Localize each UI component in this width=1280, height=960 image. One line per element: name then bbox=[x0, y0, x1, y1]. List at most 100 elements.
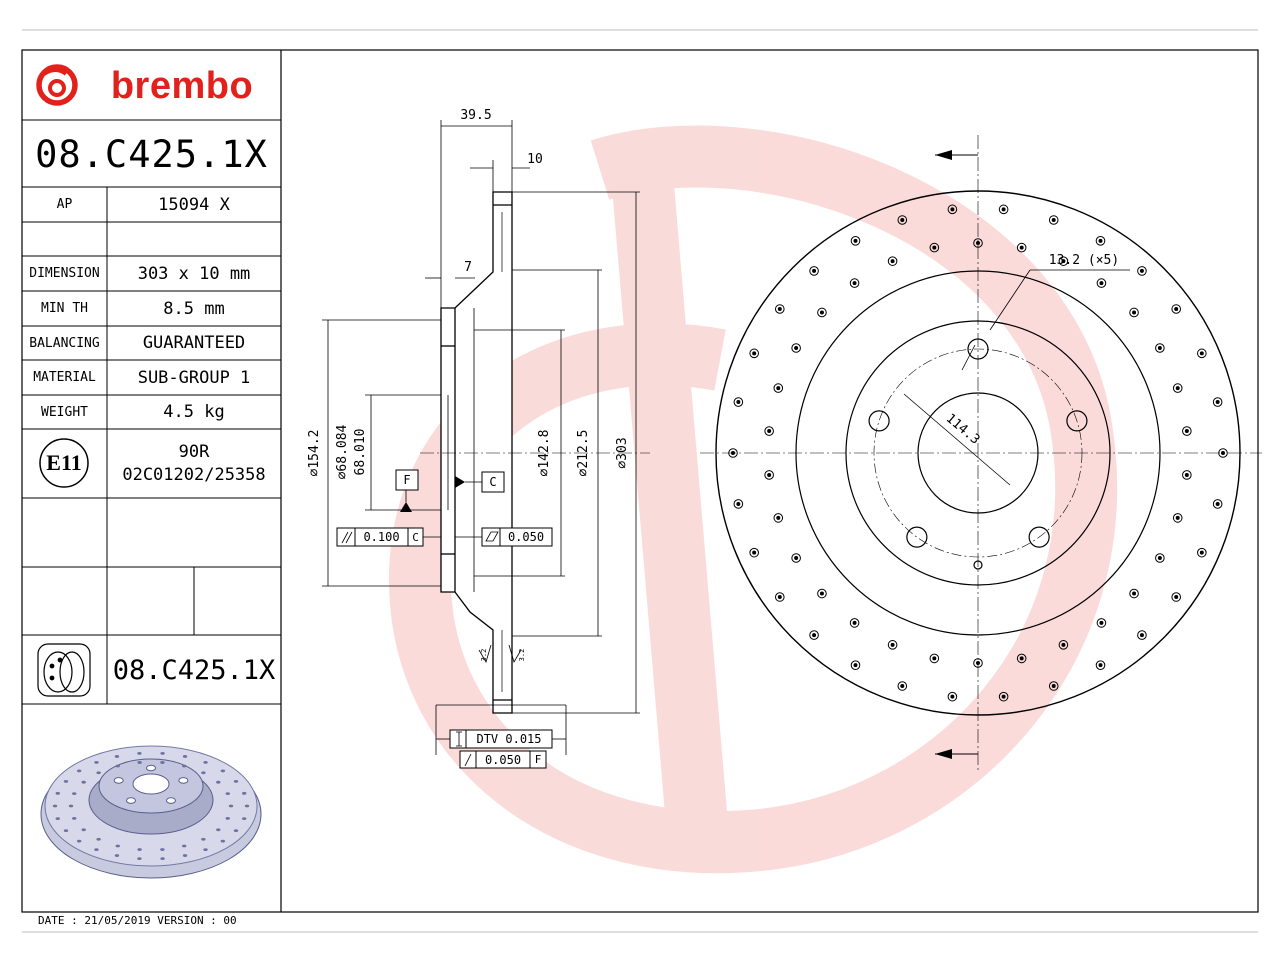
spec-weight-value: 4.5 kg bbox=[163, 402, 225, 422]
holes-callout: 13.2 (×5) bbox=[1048, 252, 1120, 268]
tol-dtv: DTV 0.015 bbox=[476, 732, 542, 746]
render-stud-hole bbox=[178, 777, 189, 784]
render-drilled-hole bbox=[201, 837, 206, 841]
drilled-hole-center bbox=[1174, 306, 1179, 311]
drilled-hole-center bbox=[1199, 550, 1204, 555]
stud-hole bbox=[1066, 410, 1088, 432]
render-drilled-hole bbox=[72, 816, 77, 820]
drilled-hole bbox=[1016, 242, 1027, 253]
approval-line2: 02C01202/25358 bbox=[122, 465, 266, 485]
roughness-right: 3.2 bbox=[518, 648, 526, 662]
drilled-hole-center bbox=[1139, 633, 1144, 638]
render-drilled-hole bbox=[114, 755, 120, 758]
drilled-hole bbox=[728, 448, 738, 458]
disc-outer-edge bbox=[715, 190, 1241, 716]
drilled-hole bbox=[1129, 307, 1139, 318]
stud-hole bbox=[1028, 526, 1050, 548]
drilled-hole-center bbox=[1139, 268, 1144, 273]
stud-hole bbox=[967, 338, 989, 360]
drilled-hole-center bbox=[752, 351, 757, 356]
render-drilled-hole bbox=[220, 769, 226, 773]
stud-hole bbox=[868, 410, 890, 432]
drilled-hole bbox=[773, 383, 784, 393]
drilled-hole bbox=[817, 588, 827, 599]
drilled-hole bbox=[749, 547, 759, 558]
drilled-hole bbox=[774, 592, 785, 602]
tol-flat-value: 0.050 bbox=[507, 530, 545, 544]
drilled-hole-center bbox=[932, 245, 937, 250]
drilled-hole-center bbox=[1098, 663, 1103, 668]
spec-min-th-label: MIN TH bbox=[41, 301, 88, 316]
spec-dimension-value: 303 x 10 mm bbox=[137, 263, 251, 284]
datum-c: C bbox=[489, 475, 497, 489]
render-drilled-hole bbox=[94, 760, 99, 764]
drilled-hole-center bbox=[950, 694, 955, 699]
dim-d68b: 68.010 bbox=[352, 402, 368, 502]
render-stud-hole bbox=[126, 797, 137, 804]
drilled-hole bbox=[1058, 640, 1069, 650]
drilled-hole-center bbox=[767, 429, 772, 434]
drilled-hole-center bbox=[1019, 245, 1024, 250]
dim-width-total: 39.5 bbox=[460, 107, 492, 123]
render-drilled-hole bbox=[68, 804, 74, 808]
drilled-hole-center bbox=[890, 259, 895, 264]
drilled-hole-center bbox=[812, 633, 817, 638]
spec-dimension-label: DIMENSION bbox=[29, 266, 100, 281]
render-drilled-hole bbox=[203, 848, 208, 852]
drilled-hole-center bbox=[890, 642, 895, 647]
tol-parallel-value: 0.100 bbox=[363, 530, 400, 544]
drilled-hole-center bbox=[1175, 515, 1180, 520]
dim-d303-value: 303 bbox=[614, 437, 630, 461]
spec-weight-label: WEIGHT bbox=[41, 404, 88, 420]
drilled-hole-center bbox=[731, 451, 735, 455]
drilled-hole-center bbox=[777, 306, 782, 311]
dim-d68b-value: 68.010 bbox=[352, 428, 368, 476]
approval-line1: 90R bbox=[178, 442, 210, 462]
drilled-hole bbox=[764, 426, 774, 436]
render-drilled-hole bbox=[81, 828, 86, 832]
section-dimensions bbox=[322, 120, 640, 714]
render-drilled-hole bbox=[233, 829, 239, 833]
drilled-hole bbox=[929, 242, 940, 253]
drilled-hole-center bbox=[1001, 207, 1006, 212]
dim-hat-depth: 7 bbox=[464, 259, 472, 275]
drilled-hole bbox=[1048, 215, 1059, 225]
render-drilled-hole bbox=[242, 791, 247, 795]
spec-min-th-value: 8.5 mm bbox=[163, 298, 225, 319]
drilled-hole-center bbox=[1175, 386, 1180, 391]
drilled-hole-center bbox=[1199, 351, 1204, 356]
spec-balancing-value: GUARANTEED bbox=[142, 333, 246, 353]
spec-ap-label: AP bbox=[56, 197, 73, 212]
brand-wordmark: brembo bbox=[110, 64, 254, 107]
render-drilled-hole bbox=[225, 792, 230, 796]
drilled-hole-center bbox=[1061, 259, 1066, 264]
drilled-hole bbox=[897, 215, 908, 225]
stud-holes bbox=[868, 338, 1088, 570]
spec-material-label: MATERIAL bbox=[33, 370, 96, 385]
drilled-hole bbox=[774, 304, 785, 314]
spec-balancing-label: BALANCING bbox=[29, 335, 100, 351]
drilled-hole bbox=[1197, 348, 1207, 359]
render-drilled-hole bbox=[63, 779, 69, 783]
render-drilled-hole bbox=[203, 760, 208, 764]
dim-d303: ⌀303 bbox=[614, 437, 630, 469]
drilled-hole bbox=[1058, 256, 1069, 266]
drilled-hole-center bbox=[752, 550, 757, 555]
drilled-hole-center bbox=[1051, 217, 1056, 222]
drilled-hole bbox=[1212, 499, 1223, 509]
e11-approval-circle bbox=[39, 438, 89, 488]
part-code: 08.C425.1X bbox=[35, 132, 268, 176]
drilled-hole-center bbox=[852, 281, 857, 286]
render-drilled-hole bbox=[201, 771, 206, 775]
render-drilled-hole bbox=[216, 828, 221, 832]
drilled-hole-center bbox=[767, 472, 772, 477]
tol-runout-ref: F bbox=[534, 753, 542, 766]
render-drilled-hole bbox=[72, 792, 77, 796]
drilled-hole-center bbox=[1221, 451, 1225, 455]
drilled-hole bbox=[973, 658, 983, 668]
render-drilled-hole bbox=[137, 848, 142, 851]
drilled-hole bbox=[849, 618, 860, 628]
render-stud-hole bbox=[113, 777, 124, 784]
render-drilled-hole bbox=[220, 839, 226, 843]
